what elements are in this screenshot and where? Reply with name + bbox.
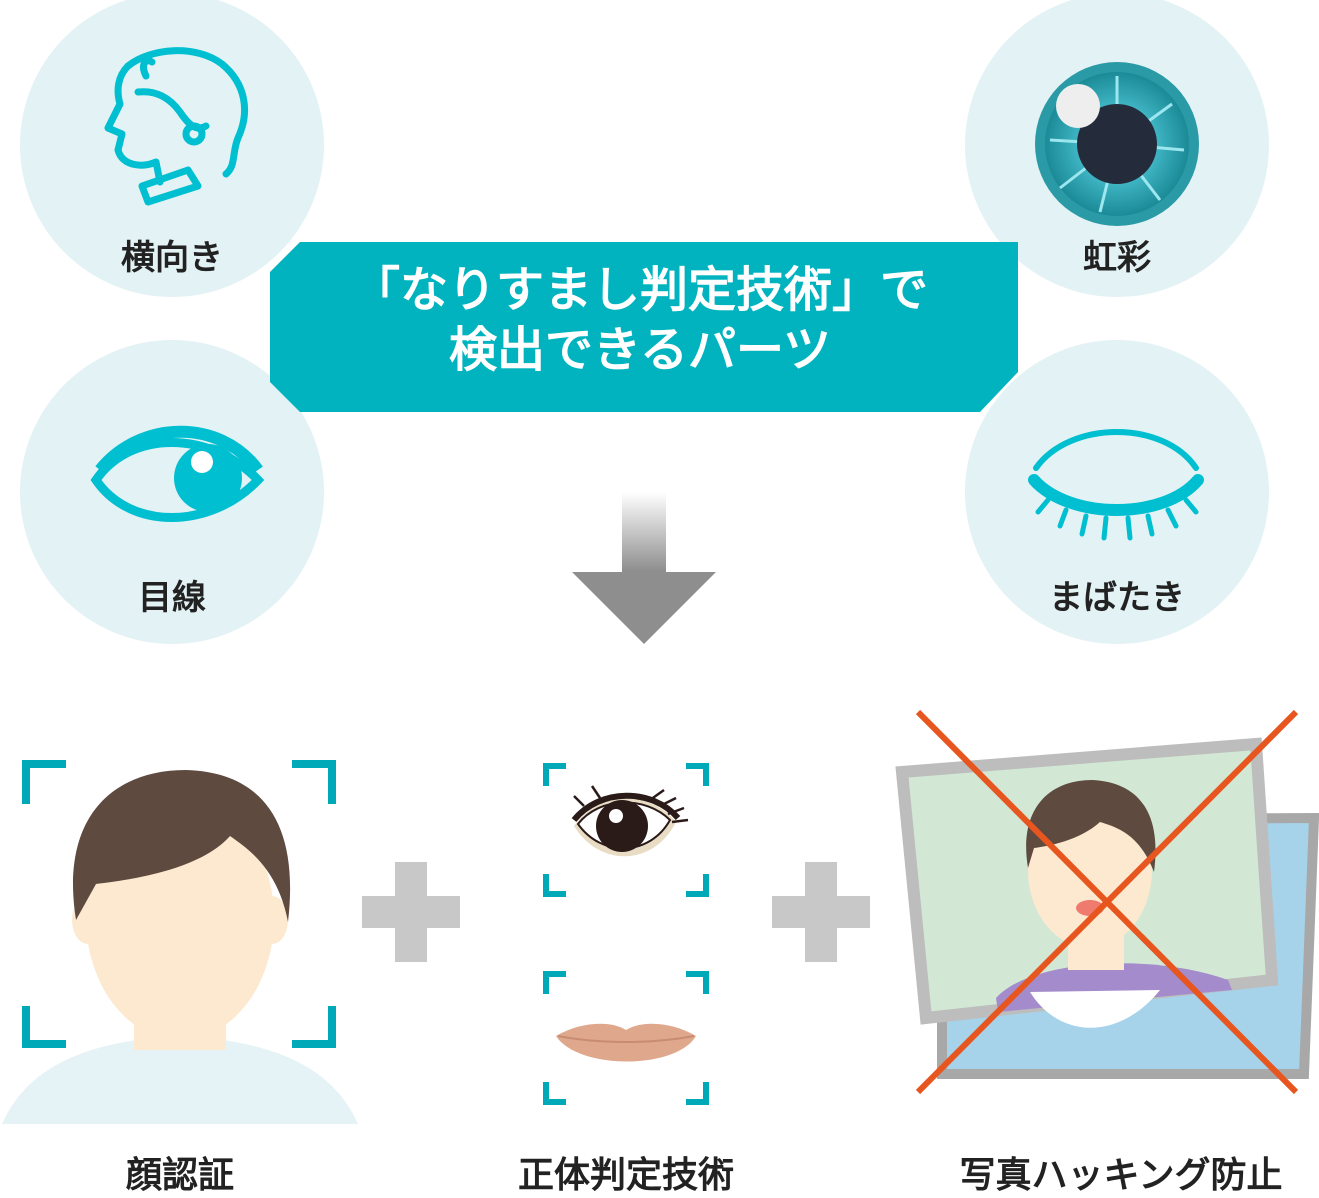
iris-icon — [1035, 62, 1199, 226]
side-face-icon — [104, 47, 248, 206]
banner-title: 「なりすまし判定技術」で 検出できるパーツ — [270, 260, 1010, 380]
face-auth-figure — [2, 760, 358, 1124]
down-arrow — [572, 492, 716, 644]
label-iris: 虹彩 — [1083, 238, 1151, 278]
blink-closed-eye-icon — [1028, 429, 1204, 541]
photo-hack-figure — [895, 709, 1319, 1095]
label-blink: まばたき — [1049, 578, 1185, 618]
label-face-auth: 顔認証 — [125, 1155, 234, 1196]
circle-blink — [965, 340, 1269, 644]
circle-gaze — [20, 340, 324, 644]
circle-side-face — [20, 0, 324, 297]
plus-sign — [362, 862, 460, 962]
label-side-face: 横向き — [121, 238, 223, 278]
title-banner — [270, 242, 1018, 412]
label-photo-hack: 写真ハッキング防止 — [959, 1155, 1283, 1196]
plus-sign — [772, 862, 870, 962]
banner-title-line1: 「なりすまし判定技術」で — [351, 262, 928, 318]
label-liveness: 正体判定技術 — [517, 1155, 734, 1196]
banner-title-line2: 検出できるパーツ — [448, 322, 832, 378]
gaze-eye-icon — [90, 425, 265, 522]
label-gaze: 目線 — [138, 578, 206, 618]
liveness-figure — [543, 763, 709, 1105]
